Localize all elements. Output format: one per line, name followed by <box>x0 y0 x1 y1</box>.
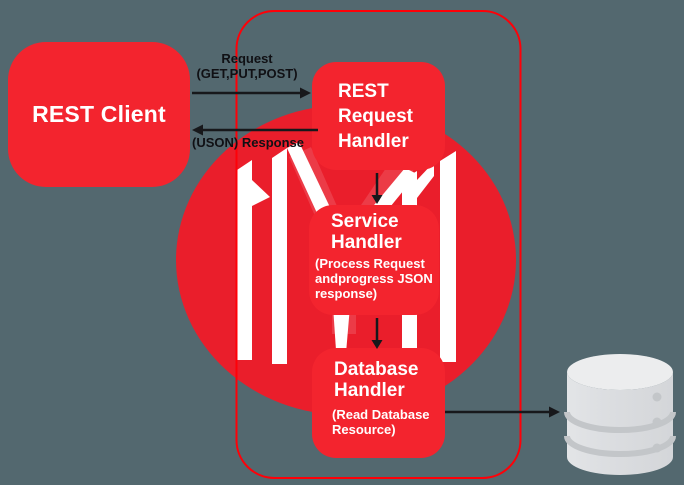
node-title-line: REST <box>338 81 389 102</box>
service-handler-node: Service Handler (Process Request andprog… <box>309 205 439 315</box>
node-title-line: Handler <box>331 232 402 253</box>
node-subtitle: (Process Request andprogress JSON respon… <box>309 256 439 301</box>
node-subtitle-line: Resource) <box>332 422 396 437</box>
node-subtitle-line: (Read Database <box>332 407 430 422</box>
node-title-line: Service <box>331 211 399 232</box>
database-handler-node: Database Handler (Read Database Resource… <box>312 348 445 458</box>
request-arrow-label: Request (GET,PUT,POST) <box>186 51 308 81</box>
node-title-line: Handler <box>334 380 405 401</box>
response-label-line: (USON) Response <box>192 135 304 150</box>
node-title-line: Handler <box>338 131 409 152</box>
node-subtitle-line: (Process Request <box>315 256 425 271</box>
node-subtitle-line: andprogress JSON <box>315 271 433 286</box>
node-title-line: Database <box>334 359 419 380</box>
node-subtitle: (Read Database Resource) <box>312 407 445 437</box>
node-title-line: Request <box>338 106 413 127</box>
rest-client-node: REST Client <box>8 42 190 187</box>
request-label-line2: (GET,PUT,POST) <box>196 66 298 81</box>
response-arrow-label: (USON) Response <box>188 135 308 150</box>
rest-client-label: REST Client <box>32 101 166 127</box>
node-subtitle-line: response) <box>315 286 378 301</box>
request-label-line1: Request <box>221 51 273 66</box>
rest-request-handler-node: REST Request Handler <box>312 62 445 170</box>
boundary-outline <box>235 10 522 479</box>
